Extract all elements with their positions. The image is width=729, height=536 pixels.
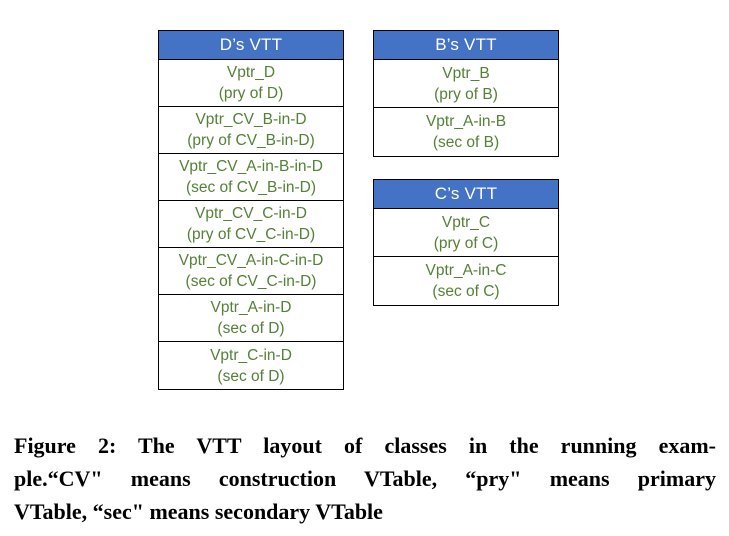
vptr-role: (pry of CV_B-in-D) xyxy=(187,132,315,149)
vtt-table-b: B’s VTT Vptr_B (pry of B) Vptr_A-in-B (s… xyxy=(373,30,559,157)
caption-line: ple.“CV" means construction VTable, “pry… xyxy=(14,466,716,491)
table-cell: Vptr_A-in-C (sec of C) xyxy=(374,257,558,305)
vptr-role: (pry of C) xyxy=(433,234,499,252)
table-cell: Vptr_A-in-B (sec of B) xyxy=(374,108,558,156)
vptr-role: (sec of D) xyxy=(217,320,285,337)
caption-line: Figure 2: The VTT layout of classes in t… xyxy=(14,433,716,458)
vptr-role: (sec of D) xyxy=(217,367,285,385)
vptr-role: (sec of CV_B-in-D) xyxy=(185,179,317,196)
vptr-entry: Vptr_C xyxy=(441,213,491,231)
table-cell: Vptr_CV_A-in-B-in-D (sec of CV_B-in-D) xyxy=(159,154,343,201)
vptr-entry: Vptr_A-in-D xyxy=(210,299,292,316)
vptr-entry: Vptr_CV_C-in-D xyxy=(195,205,307,222)
vptr-role: (sec of B) xyxy=(432,134,500,151)
vptr-entry: Vptr_A-in-B xyxy=(425,113,507,130)
vtt-table-d-title: D’s VTT xyxy=(159,31,343,60)
vptr-entry: Vptr_B xyxy=(442,64,490,82)
vptr-entry: Vptr_C-in-D xyxy=(210,346,292,364)
caption-line: VTable, “sec" means secondary VTable xyxy=(14,499,383,524)
figure-caption: Figure 2: The VTT layout of classes in t… xyxy=(14,429,716,528)
vptr-entry: Vptr_CV_A-in-B-in-D xyxy=(179,158,323,175)
table-cell: Vptr_CV_C-in-D (pry of CV_C-in-D) xyxy=(159,201,343,248)
table-cell: Vptr_CV_A-in-C-in-D (sec of CV_C-in-D) xyxy=(159,248,343,295)
vptr-entry: Vptr_D xyxy=(226,64,276,81)
vtt-table-d: D’s VTT Vptr_D (pry of D) Vptr_CV_B-in-D… xyxy=(158,30,344,390)
vptr-role: (pry of CV_C-in-D) xyxy=(186,226,316,243)
table-cell: Vptr_B (pry of B) xyxy=(374,60,558,108)
vptr-entry: Vptr_A-in-C xyxy=(425,262,507,279)
table-cell: Vptr_A-in-D (sec of D) xyxy=(159,295,343,342)
vtt-table-c-title: C’s VTT xyxy=(374,180,558,209)
vptr-role: (sec of CV_C-in-D) xyxy=(185,273,317,290)
table-cell: Vptr_D (pry of D) xyxy=(159,60,343,107)
vptr-role: (sec of C) xyxy=(432,283,500,300)
vtt-table-b-title: B’s VTT xyxy=(374,31,558,60)
vptr-entry: Vptr_CV_B-in-D xyxy=(195,111,307,128)
table-cell: Vptr_CV_B-in-D (pry of CV_B-in-D) xyxy=(159,107,343,154)
table-cell: Vptr_C (pry of C) xyxy=(374,209,558,257)
vptr-role: (pry of D) xyxy=(218,85,284,102)
vtt-table-c: C’s VTT Vptr_C (pry of C) Vptr_A-in-C (s… xyxy=(373,179,559,306)
vptr-role: (pry of B) xyxy=(434,85,498,103)
table-cell: Vptr_C-in-D (sec of D) xyxy=(159,342,343,389)
vptr-entry: Vptr_CV_A-in-C-in-D xyxy=(178,252,324,269)
